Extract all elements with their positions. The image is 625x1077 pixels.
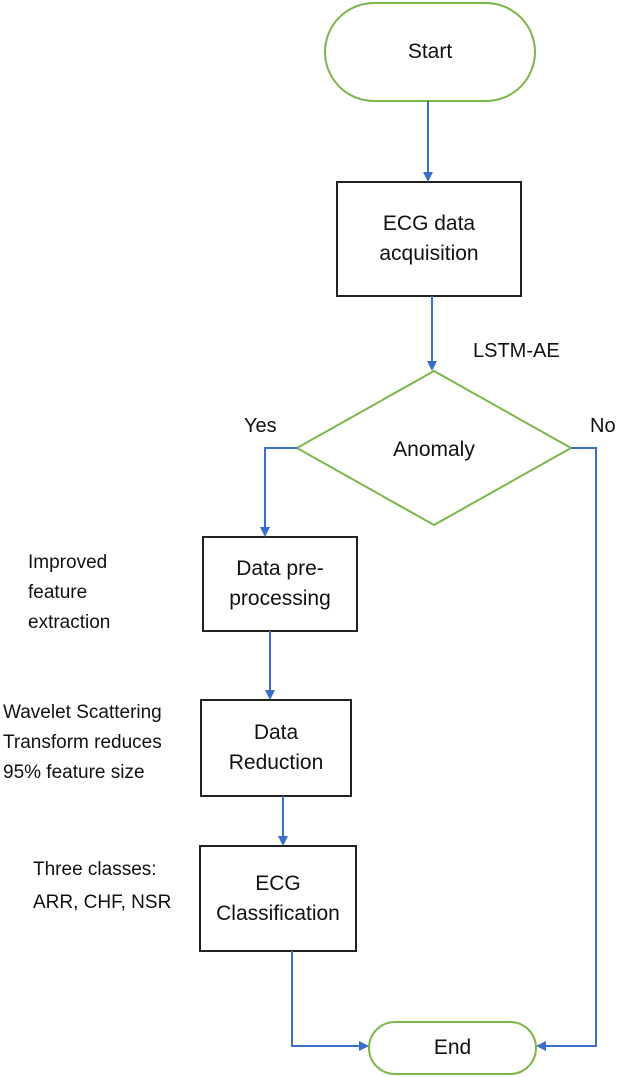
annotation-feature-extraction: Improved feature extraction xyxy=(28,548,110,638)
reduction-box xyxy=(200,699,352,797)
classification-line-1: ECG xyxy=(255,871,301,895)
arrow-yes-to-preprocessing xyxy=(260,447,297,537)
feature-line-2: feature xyxy=(28,582,88,603)
wavelet-line-3: 95% feature size xyxy=(3,762,145,783)
feature-line-3: extraction xyxy=(28,612,111,633)
end-text: End xyxy=(433,1036,472,1059)
acquisition-line-1: ECG data xyxy=(382,212,476,235)
annotation-wavelet: Wavelet Scattering Transform reduces 95%… xyxy=(3,698,162,788)
reduction-label: Data Reduction xyxy=(201,700,351,796)
classification-line-2: Classification xyxy=(216,901,340,925)
edge-label-yes: Yes xyxy=(244,415,277,437)
reduction-line-2: Reduction xyxy=(228,751,324,774)
preprocessing-box xyxy=(202,536,358,632)
decision-text: Anomaly xyxy=(393,438,475,461)
end-label: End xyxy=(369,1022,536,1074)
preprocessing-line-2: processing xyxy=(229,587,331,610)
edge-label-no: No xyxy=(590,415,616,437)
wavelet-line-2: Transform reduces xyxy=(3,732,162,753)
decision-label: Anomaly xyxy=(340,430,528,470)
start-text: Start xyxy=(407,40,453,63)
start-terminal xyxy=(324,2,536,102)
preprocessing-line-1: Data pre- xyxy=(236,557,324,580)
anomaly-decision xyxy=(294,369,574,527)
arrow-classification-to-end xyxy=(291,951,369,1051)
feature-line-1: Improved xyxy=(28,552,108,573)
acquisition-label: ECG data acquisition xyxy=(337,182,521,296)
acquisition-box xyxy=(336,181,522,297)
annotation-classes: Three classes: ARR, CHF, NSR xyxy=(33,853,171,919)
arrow-no-to-end xyxy=(536,447,597,1051)
classification-box xyxy=(199,845,357,952)
classification-label: ECG Classification xyxy=(200,846,356,951)
preprocessing-label: Data pre- processing xyxy=(203,537,357,631)
reduction-line-1: Data xyxy=(253,721,299,744)
classes-line-1: Three classes: xyxy=(33,859,157,880)
edge-label-lstm: LSTM-AE xyxy=(473,340,560,362)
start-label: Start xyxy=(325,3,535,101)
classes-line-2: ARR, CHF, NSR xyxy=(33,892,172,913)
wavelet-line-1: Wavelet Scattering xyxy=(3,702,162,723)
acquisition-line-2: acquisition xyxy=(379,242,479,265)
